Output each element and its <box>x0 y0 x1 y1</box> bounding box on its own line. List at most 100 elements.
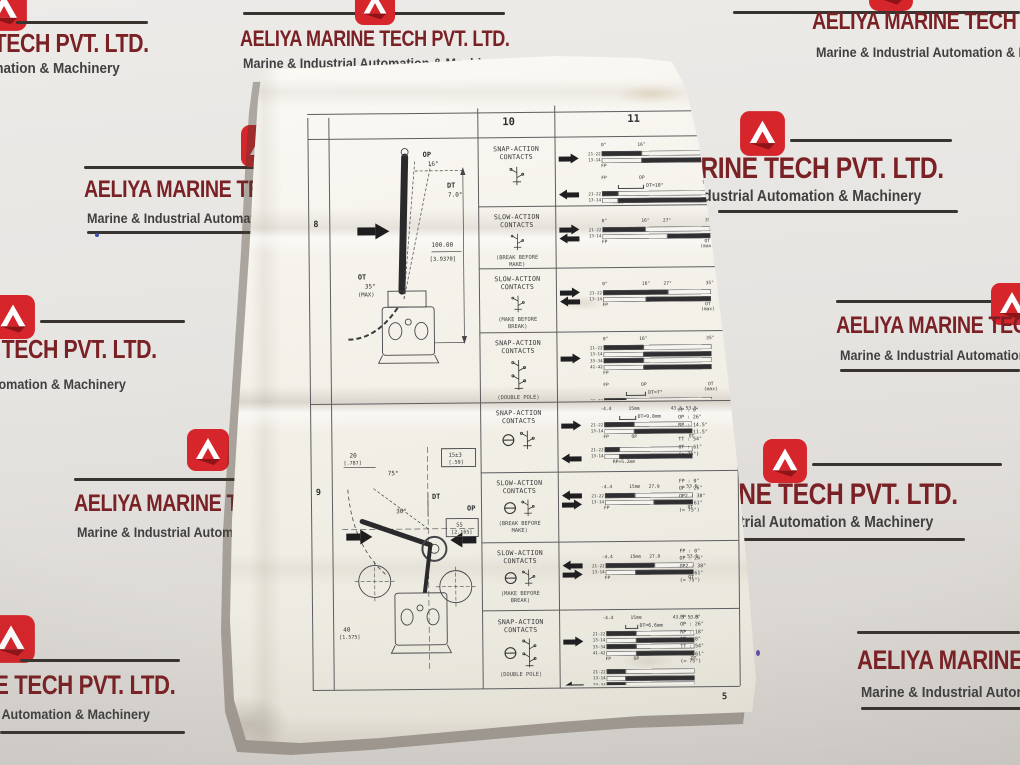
travel-legend: FP : 0°OP : 26°OP2 : 38°OT : 61°(≈ 75°) <box>678 478 706 514</box>
brand-rule <box>733 11 1020 14</box>
fig9-box1-mm: 15±3 <box>448 452 461 459</box>
brand-subtitle: Marine & Industrial Automation & Machine… <box>0 60 120 77</box>
travel-legend: FP : 0°OP : 26°OP2 : 38°OT : 61°(≈ 75°) <box>679 548 707 584</box>
fig9-20in: [.787] <box>344 461 362 467</box>
row-number-8: 8 <box>313 219 319 230</box>
contact-type-cell: SLOW-ACTION CONTACTS (MAKE BEFORE BREAK) <box>480 270 556 331</box>
fig8-op-value: 16° <box>428 161 439 168</box>
brand-rule <box>84 166 256 169</box>
brand-logo-icon <box>868 0 914 12</box>
brand-logo-icon <box>762 438 808 484</box>
brand-subtitle: Marine & Industrial Automation & Machine… <box>816 44 1020 60</box>
contact-symbol-icon <box>520 500 535 517</box>
contact-type-subnote: (DOUBLE POLE) <box>497 395 540 402</box>
brand-rule <box>87 231 257 234</box>
figure-8-drawing: OP 16° DT 7.0° OT 35° (MAX) 100.00 [3.93… <box>331 140 480 403</box>
ink-mark <box>95 233 99 237</box>
fig8-dim-mm: 100.00 <box>431 242 453 249</box>
brand-logo-icon <box>990 282 1020 326</box>
brand-logo-icon <box>0 294 36 340</box>
travel-legend: FP : 0°OP : 26°RP : 18°DT : 8°TT : 54°OT… <box>680 614 705 665</box>
contact-type-label: SLOW-ACTION CONTACTS <box>496 478 543 496</box>
contact-type-label: SNAP-ACTION CONTACTS <box>494 338 541 356</box>
brand-subtitle: Marine & Industrial Automation & Machine… <box>0 376 126 392</box>
brand-logo-icon <box>0 0 28 32</box>
brand-subtitle: Marine & Industrial Automation & Machine… <box>840 347 1020 363</box>
brand-rule <box>730 538 965 541</box>
brand-rule <box>836 300 1020 303</box>
brand-rule <box>20 659 180 662</box>
contact-type-cell: SLOW-ACTION CONTACTS (MAKE BEFORE BREAK) <box>482 544 558 609</box>
brand-rule <box>40 320 185 323</box>
brand-rule <box>16 21 148 24</box>
brand-title: AELIYA MARINE TECH PVT. LTD. <box>0 334 157 364</box>
brand-rule <box>840 369 1020 372</box>
table-line <box>478 203 736 208</box>
brand-title: AELIYA MARINE TECH PVT. LTD. <box>836 312 1020 339</box>
contact-symbol-icon <box>521 638 537 668</box>
brand-rule <box>790 139 952 142</box>
brand-rule <box>861 707 1020 710</box>
brand-title: AELIYA MARINE TECH PVT. LTD. <box>0 28 149 58</box>
contact-type-label: SLOW-ACTION CONTACTS <box>493 212 540 230</box>
contact-type-cell: SLOW-ACTION CONTACTS (BREAK BEFORE MAKE) <box>479 208 555 269</box>
contact-type-label: SNAP-ACTION CONTACTS <box>493 144 540 162</box>
contact-type-label: SNAP-ACTION CONTACTS <box>497 617 544 635</box>
brand-title: AELIYA MARINE TECH PVT. LTD. <box>240 26 510 51</box>
contact-type-label: SNAP-ACTION CONTACTS <box>495 408 542 426</box>
table-line <box>307 109 735 116</box>
fig9-box1-in: [.59] <box>449 460 464 466</box>
contact-type-subnote: (DOUBLE POLE) <box>500 672 543 679</box>
plunger-symbol-icon <box>503 502 516 515</box>
fig9-40in: [1.575] <box>339 635 360 641</box>
contact-symbol-icon <box>508 167 524 186</box>
fig8-op-label: OP <box>423 151 432 159</box>
brand-title: AELIYA MARINE TECH PVT. LTD. <box>812 8 1020 35</box>
bold-arrow-icon <box>462 536 477 544</box>
contact-type-subnote: (MAKE BEFORE BREAK) <box>498 317 538 331</box>
contact-type-cell: SNAP-ACTION CONTACTS (DOUBLE POLE) <box>480 334 556 402</box>
fig8-ot-value: 35° <box>365 283 376 290</box>
page-number: 5 <box>721 692 728 703</box>
plunger-symbol-icon <box>501 434 514 447</box>
brand-logo-icon <box>739 110 786 157</box>
contact-type-cell: SNAP-ACTION CONTACTS <box>479 140 555 205</box>
contact-symbol-icon <box>519 431 535 450</box>
brand-rule <box>857 631 1020 634</box>
contact-type-subnote: (BREAK BEFORE MAKE) <box>496 255 539 269</box>
contact-symbol-icon <box>510 234 524 251</box>
brand-logo-icon <box>354 0 396 26</box>
contact-type-subnote: (BREAK BEFORE MAKE) <box>498 521 541 535</box>
column-header-11: 11 <box>627 112 641 125</box>
fig9-box2-mm: 55 <box>456 522 463 529</box>
column-header-10: 10 <box>502 116 516 129</box>
contact-symbol-icon <box>521 570 535 587</box>
fig8-dt-label: DT <box>447 182 456 190</box>
bold-arrow-icon <box>357 227 376 236</box>
contact-type-subnote: (MAKE BEFORE BREAK) <box>500 591 540 605</box>
fig8-ot-max: (MAX) <box>358 291 375 298</box>
fig8-dim-in: [3.9370] <box>430 256 457 263</box>
contact-type-cell: SLOW-ACTION CONTACTS (BREAK BEFORE MAKE) <box>482 474 558 541</box>
plunger-symbol-icon <box>504 572 517 585</box>
ink-mark <box>756 650 760 656</box>
plunger-symbol-icon <box>503 647 516 660</box>
fig9-75deg: 75° <box>388 470 399 477</box>
fig9-20mm: 20 <box>349 453 357 460</box>
contact-symbol-icon <box>510 296 525 313</box>
brand-subtitle: Marine & Industrial Automation & Machine… <box>861 684 1020 701</box>
brand-title: AELIYA MARINE TECH PVT. LTD. <box>857 645 1020 675</box>
brand-rule <box>718 210 958 213</box>
fig8-dt-value: 7.0° <box>448 192 463 199</box>
